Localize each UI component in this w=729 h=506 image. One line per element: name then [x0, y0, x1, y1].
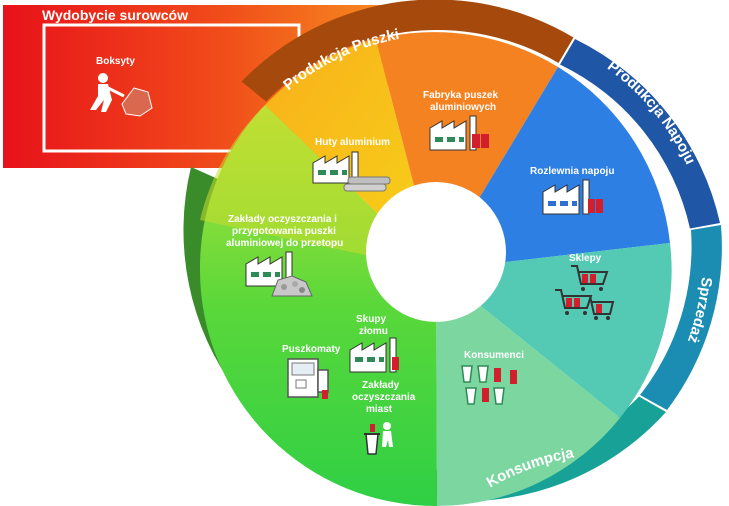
label-zaklady-1: Zakłady oczyszczania i [228, 214, 337, 225]
label-skupy-1: Skupy [356, 314, 386, 325]
label-rozlewnia: Rozlewnia napoju [530, 166, 614, 177]
label-miasto-2: oczyszczania [352, 392, 416, 403]
ring-produkcja-puszki [241, 0, 574, 102]
ring-produkcja-napoju [560, 39, 720, 229]
extraction-title: Wydobycie surowców [42, 7, 188, 23]
scrap-pile-icon [271, 275, 313, 297]
trash-bin-person-icon [364, 422, 393, 455]
label-huty: Huty aluminium [315, 137, 390, 148]
factory-icon-fabryka [429, 115, 489, 151]
factory-icon-rozlewnia [542, 179, 603, 215]
factory-icon-huty [312, 151, 359, 184]
label-boksyty: Boksyty [96, 56, 135, 67]
label-miasto-3: miast [366, 404, 393, 415]
consumer-cans-icon [461, 365, 517, 405]
label-fabryka-1: Fabryka puszek [423, 90, 498, 101]
label-puszkomaty: Puszkomaty [282, 344, 341, 355]
label-sklepy: Sklepy [569, 253, 602, 264]
label-miasto-1: Zakłady [362, 380, 400, 391]
aluminium-ingots-icon [343, 176, 391, 192]
label-zaklady-3: aluminiowej do przetopu [226, 238, 343, 249]
label-konsumenci: Konsumenci [464, 350, 524, 361]
wedge-konsumenci [436, 270, 620, 506]
shopping-carts-icon [555, 265, 615, 320]
label-skupy-2: złomu [359, 326, 388, 337]
center-hole [366, 182, 506, 322]
label-fabryka-2: aluminiowych [430, 102, 496, 113]
label-zaklady-2: przygotowania puszki [232, 226, 336, 237]
ring-sprzedaz [640, 225, 722, 410]
can-machine-icon [287, 358, 329, 399]
factory-icon-zaklady [245, 251, 293, 287]
miner-icon [90, 73, 125, 112]
bauxite-rock-icon [121, 87, 153, 117]
factory-icon-skupy [349, 337, 399, 373]
